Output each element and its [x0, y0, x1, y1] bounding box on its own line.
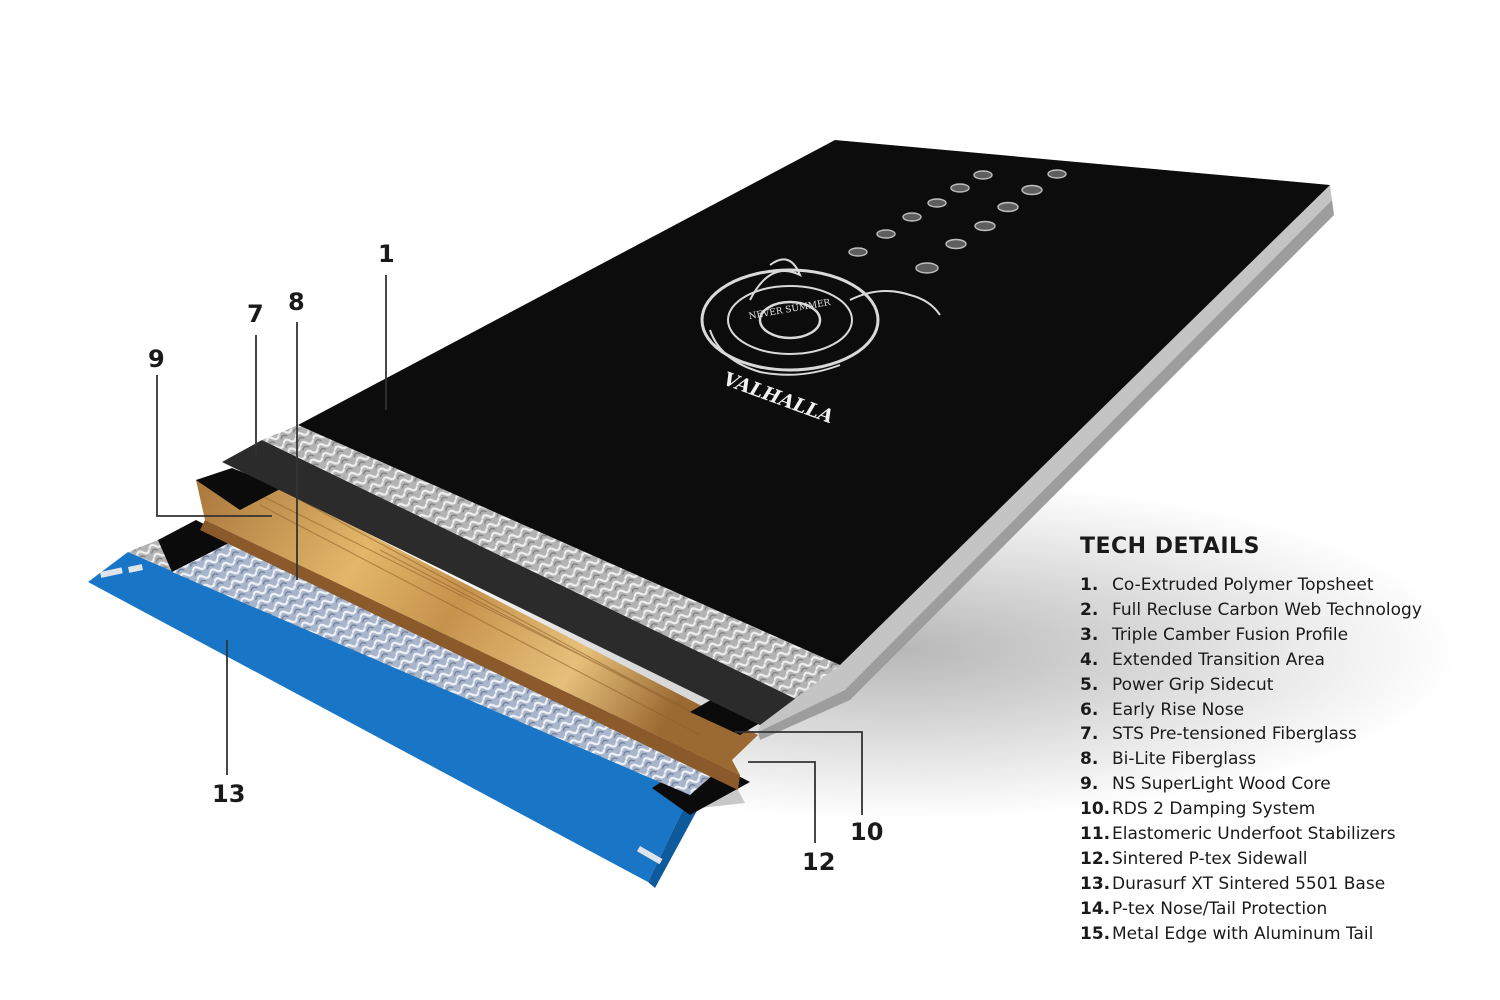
- tech-item-text: RDS 2 Damping System: [1112, 799, 1316, 820]
- layer-wood-core-side: [200, 520, 740, 790]
- layer-wood-core: [196, 470, 758, 775]
- tech-item: 7. STS Pre-tensioned Fiberglass: [1080, 722, 1480, 747]
- callout-12: 12: [802, 848, 836, 876]
- tech-item: 15.Metal Edge with Aluminum Tail: [1080, 922, 1480, 947]
- callout-10: 10: [850, 818, 884, 846]
- tech-item: 14.P-tex Nose/Tail Protection: [1080, 897, 1480, 922]
- tech-item: 5. Power Grip Sidecut: [1080, 673, 1480, 698]
- tech-item-text: Elastomeric Underfoot Stabilizers: [1112, 824, 1396, 845]
- leader-line-10: [735, 731, 863, 815]
- tech-item-number: 6.: [1080, 699, 1099, 720]
- tech-item: 3. Triple Camber Fusion Profile: [1080, 623, 1480, 648]
- binding-inserts: [848, 169, 1067, 274]
- callout-1: 1: [378, 240, 395, 268]
- callout-8: 8: [288, 288, 305, 316]
- tech-item: 4. Extended Transition Area: [1080, 648, 1480, 673]
- tech-item: 8. Bi-Lite Fiberglass: [1080, 747, 1480, 772]
- leader-line-12: [748, 761, 816, 843]
- tech-details-title: TECH DETAILS: [1080, 534, 1260, 559]
- tech-item-text: Metal Edge with Aluminum Tail: [1112, 923, 1374, 944]
- tech-item-number: 14.: [1080, 898, 1111, 919]
- tech-item-text: Co-Extruded Polymer Topsheet: [1112, 575, 1374, 595]
- tech-item-text: Sintered P-tex Sidewall: [1112, 848, 1308, 869]
- tech-item-number: 1.: [1080, 575, 1099, 595]
- layer-base-edge: [648, 795, 700, 888]
- tech-item-text: Full Recluse Carbon Web Technology: [1112, 599, 1422, 620]
- tech-item-number: 9.: [1080, 774, 1099, 795]
- tech-item-number: 11.: [1080, 824, 1111, 845]
- layer-base: [88, 552, 690, 882]
- tech-item-number: 2.: [1080, 599, 1099, 620]
- layer-carbon-upper: [262, 425, 840, 700]
- tech-item-text: Durasurf XT Sintered 5501 Base: [1112, 873, 1386, 894]
- tech-item-number: 5.: [1080, 674, 1099, 695]
- tech-item-text: STS Pre-tensioned Fiberglass: [1112, 724, 1357, 745]
- callout-13: 13: [212, 780, 246, 808]
- leader-lines: [156, 275, 863, 843]
- layer-fiberglass: [172, 540, 730, 795]
- tech-item: 9. NS SuperLight Wood Core: [1080, 772, 1480, 797]
- tech-item-number: 10.: [1080, 799, 1111, 820]
- tech-item: 12.Sintered P-tex Sidewall: [1080, 847, 1480, 872]
- tech-item-text: Bi-Lite Fiberglass: [1112, 749, 1257, 770]
- tech-item: 1. Co-Extruded Polymer Topsheet: [1080, 573, 1480, 598]
- tech-details-list: 1. Co-Extruded Polymer Topsheet 2. Full Re…: [1080, 573, 1480, 947]
- leader-line-9: [156, 375, 272, 517]
- tech-item-text: Power Grip Sidecut: [1112, 674, 1274, 695]
- topsheet-emblem: [700, 258, 941, 376]
- tech-item-number: 3.: [1080, 624, 1099, 645]
- tech-item-number: 4.: [1080, 649, 1099, 670]
- layer-sidewall: [758, 185, 1332, 732]
- tech-details-panel: TECH DETAILS 1. Co-Extruded Polymer Topsh…: [1080, 534, 1480, 947]
- callout-7: 7: [247, 300, 264, 328]
- callout-9: 9: [148, 345, 165, 373]
- tech-item-number: 13.: [1080, 873, 1111, 894]
- wood-grain: [249, 489, 721, 736]
- layer-topsheet: [298, 140, 1330, 665]
- tech-item: 6. Early Rise Nose: [1080, 698, 1480, 723]
- tech-item: 2. Full Recluse Carbon Web Technology: [1080, 598, 1480, 623]
- tech-item: 10.RDS 2 Damping System: [1080, 797, 1480, 822]
- tech-item: 13.Durasurf XT Sintered 5501 Base: [1080, 872, 1480, 897]
- layer-damping: [222, 440, 798, 725]
- tech-item-text: Early Rise Nose: [1112, 699, 1245, 720]
- tech-item-text: Extended Transition Area: [1112, 649, 1325, 670]
- base-edge-marks: [100, 564, 663, 865]
- tech-item-text: Triple Camber Fusion Profile: [1112, 624, 1349, 645]
- tech-item-number: 8.: [1080, 749, 1099, 770]
- tech-item: 11.Elastomeric Underfoot Stabilizers: [1080, 822, 1480, 847]
- tech-item-text: P-tex Nose/Tail Protection: [1112, 898, 1328, 919]
- tech-item-text: NS SuperLight Wood Core: [1112, 774, 1331, 795]
- tech-item-number: 7.: [1080, 724, 1099, 745]
- ptex-block-left-upper: [196, 468, 282, 510]
- tech-item-number: 15.: [1080, 923, 1111, 944]
- tech-item-number: 12.: [1080, 848, 1111, 869]
